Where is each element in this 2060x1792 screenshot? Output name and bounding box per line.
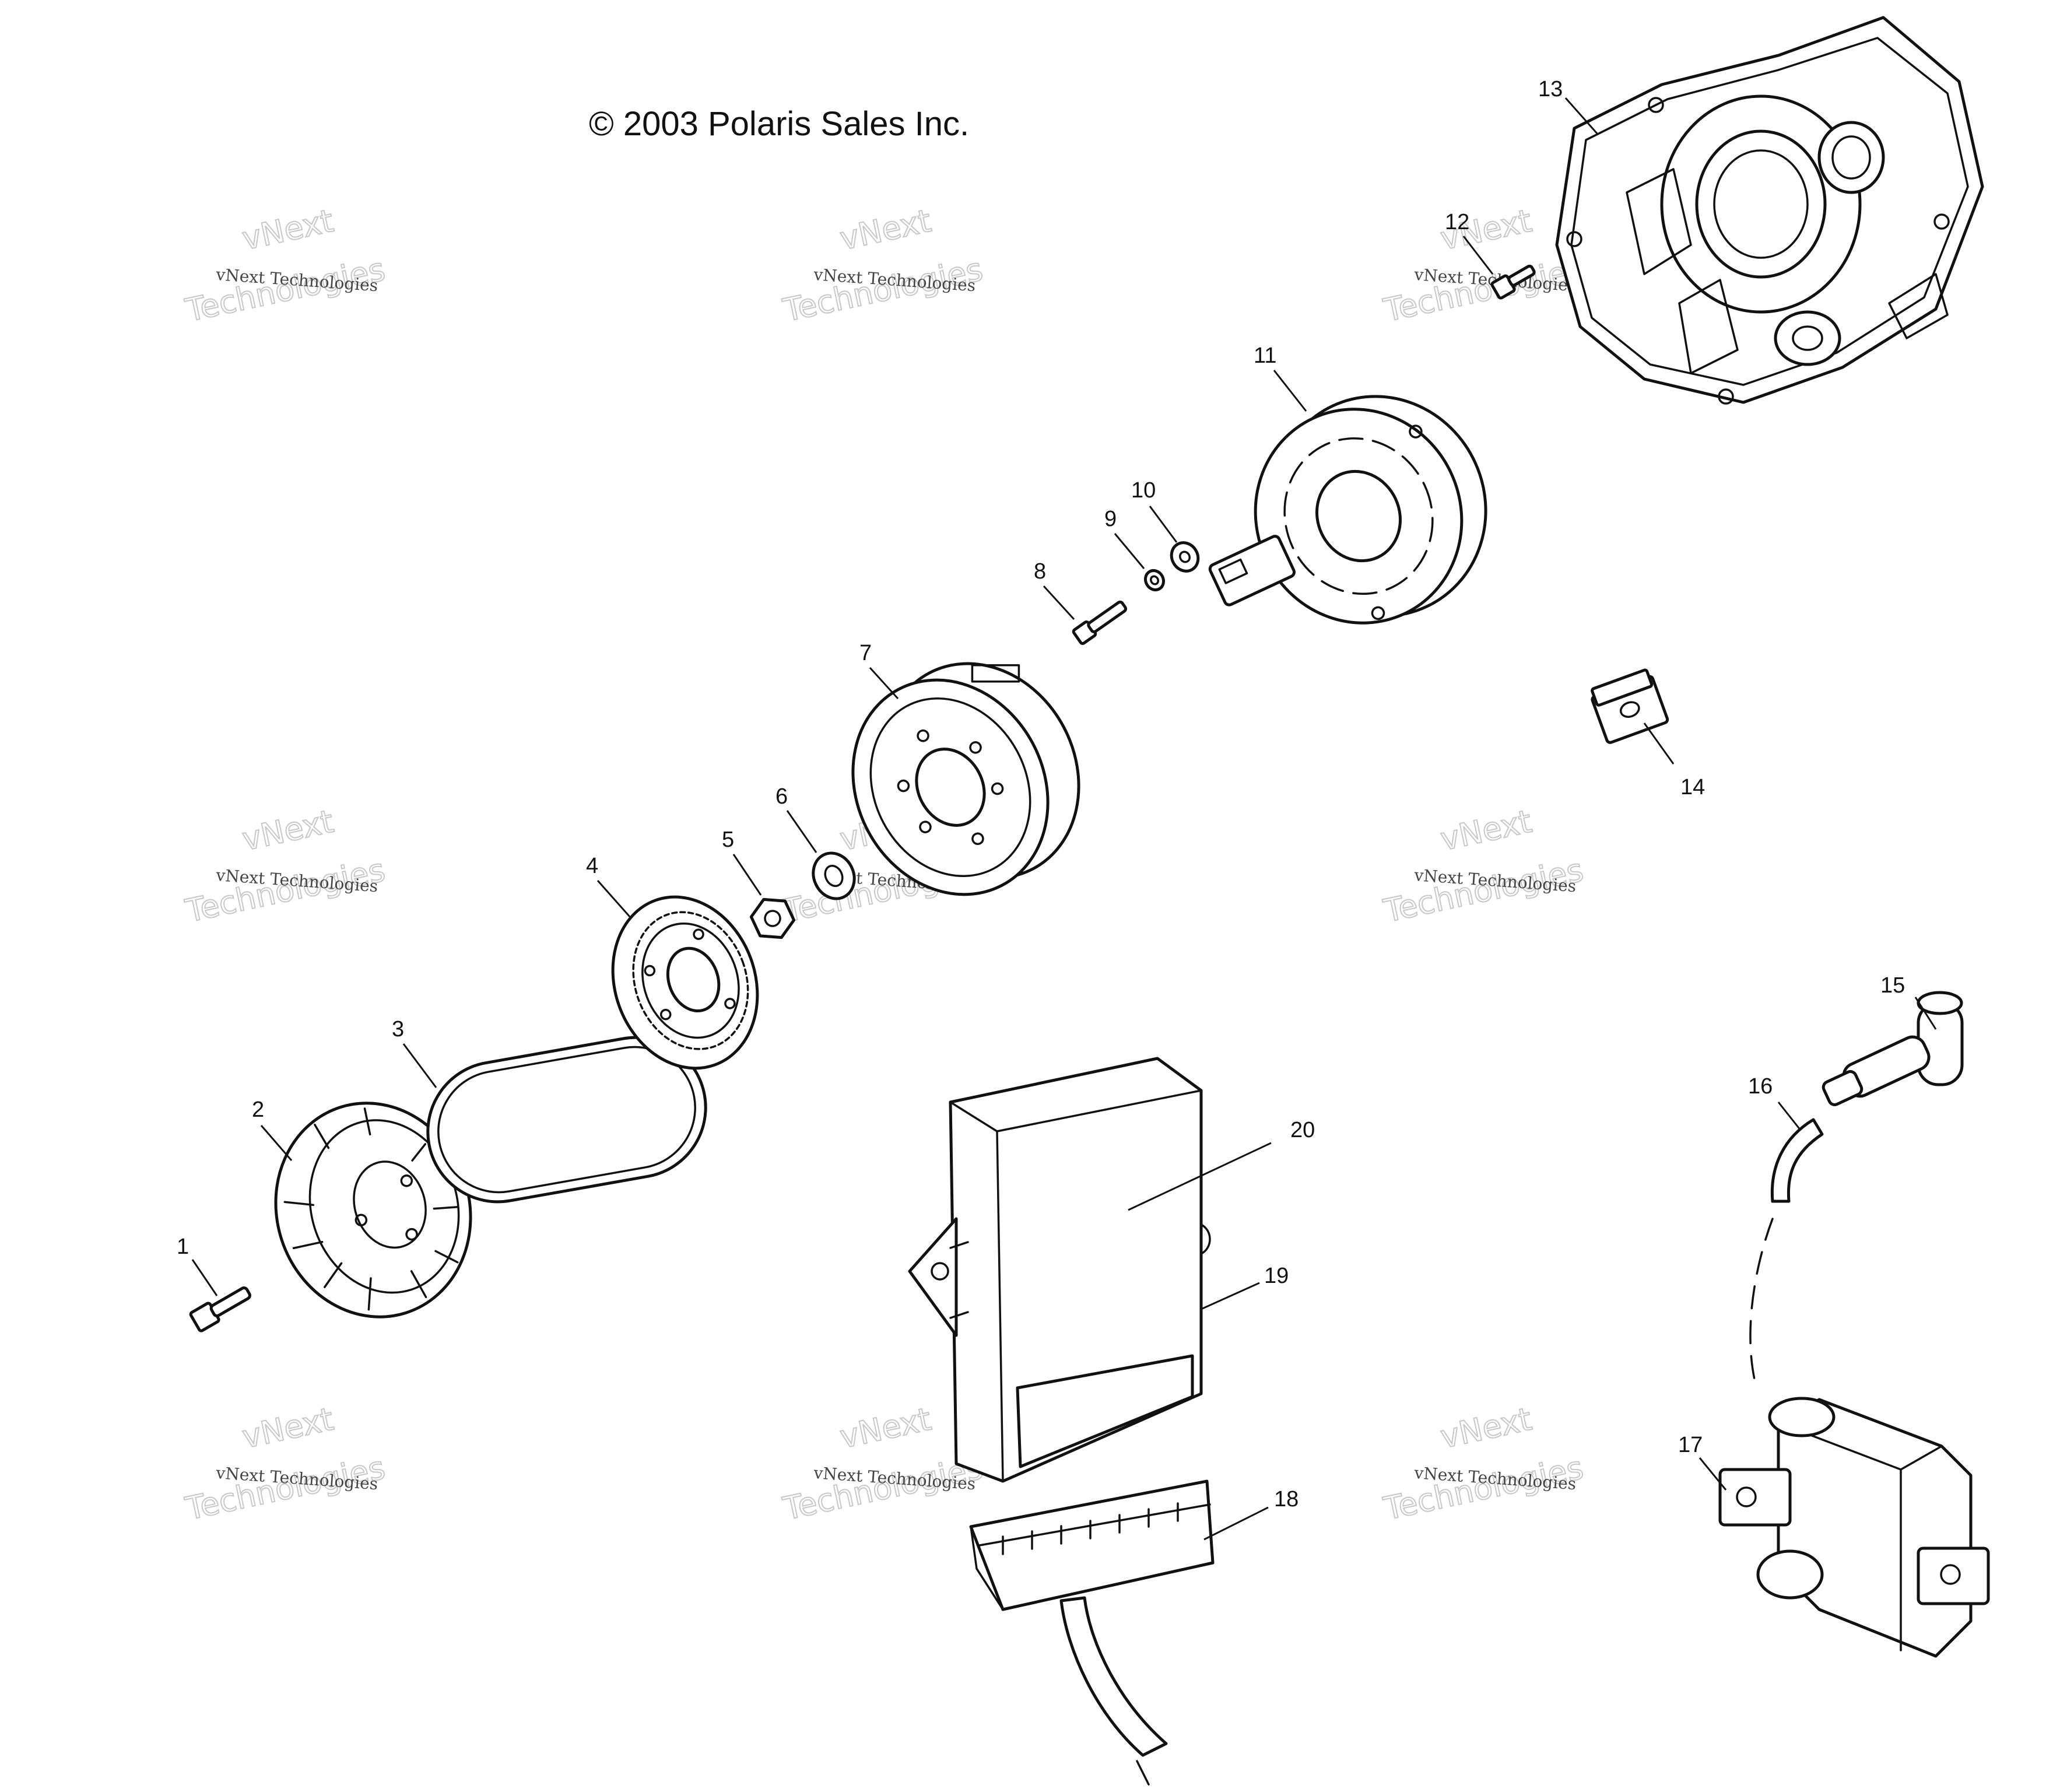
watermark-large-line1: vNext [837,202,934,257]
cdi-box-icon [908,1057,1211,1483]
watermark: vNext Technologies vNext Technologies [779,202,986,329]
washer-icon [812,851,856,900]
drive-belt-icon [426,1036,707,1204]
flywheel-icon [851,662,1080,896]
callout-label: 3 [392,1017,404,1041]
callout-label: 18 [1274,1487,1299,1512]
callout-label: 17 [1678,1433,1703,1457]
callout-label: 1 [177,1235,189,1259]
callout-label: 14 [1680,775,1705,799]
callout-label: 10 [1131,478,1156,503]
callout-label: 19 [1264,1264,1289,1288]
callout-label: 2 [252,1097,264,1122]
callout-label: 16 [1748,1074,1773,1099]
callout-label: 5 [722,827,734,852]
leader-lines [191,97,1937,1541]
screw-icon [1072,600,1128,646]
watermark-large-line1: vNext [1437,1401,1535,1456]
callout-label: 13 [1538,77,1563,101]
copyright-text: © 2003 Polaris Sales Inc. [589,105,969,143]
callout-label: 9 [1104,507,1117,531]
ignition-wire-icon [1749,1118,1824,1383]
watermark-large-line1: vNext [239,1401,336,1456]
watermark-large-line1: vNext [837,1401,934,1456]
watermark: vNext Technologies vNext Technologies [181,1400,388,1528]
watermark: vNext Technologies vNext Technologies [1380,802,1587,930]
watermark: vNext Technologies vNext Technologies [181,802,388,930]
ignition-coil-icon [1718,1397,1990,1658]
magneto-housing-icon [1555,16,1984,405]
callout-label: 11 [1254,343,1276,368]
drive-pulley-icon [611,895,759,1070]
watermark-large-line1: vNext [239,202,336,257]
callout-label: 20 [1290,1118,1315,1142]
screw-icon [1490,264,1536,300]
watermark: vNext Technologies vNext Technologies [1380,1400,1587,1528]
spark-plug-cap-icon [1822,991,1964,1106]
bolt-icon [189,1286,251,1332]
watermark: vNext Technologies vNext Technologies [181,202,388,329]
lock-washer-icon [1143,569,1166,592]
callout-label: 6 [775,784,788,809]
watermark-large-line1: vNext [1437,803,1535,858]
stator-icon [1208,395,1487,625]
connector-icon [969,1479,1215,1786]
clip-nut-icon [1591,668,1669,744]
callout-label: 8 [1034,559,1046,584]
washer-icon [1170,541,1200,573]
callout-label: 4 [586,854,598,878]
watermark-large-line1: vNext [239,803,336,858]
callout-label: 12 [1445,210,1469,234]
callout-label: 7 [859,641,872,665]
callout-label: 15 [1880,973,1905,998]
nut-icon [749,897,796,939]
callouts: 1 2 3 4 5 6 7 8 9 10 11 12 13 14 15 16 1… [177,77,1905,1512]
watermark: vNext Technologies vNext Technologies [1380,202,1587,329]
